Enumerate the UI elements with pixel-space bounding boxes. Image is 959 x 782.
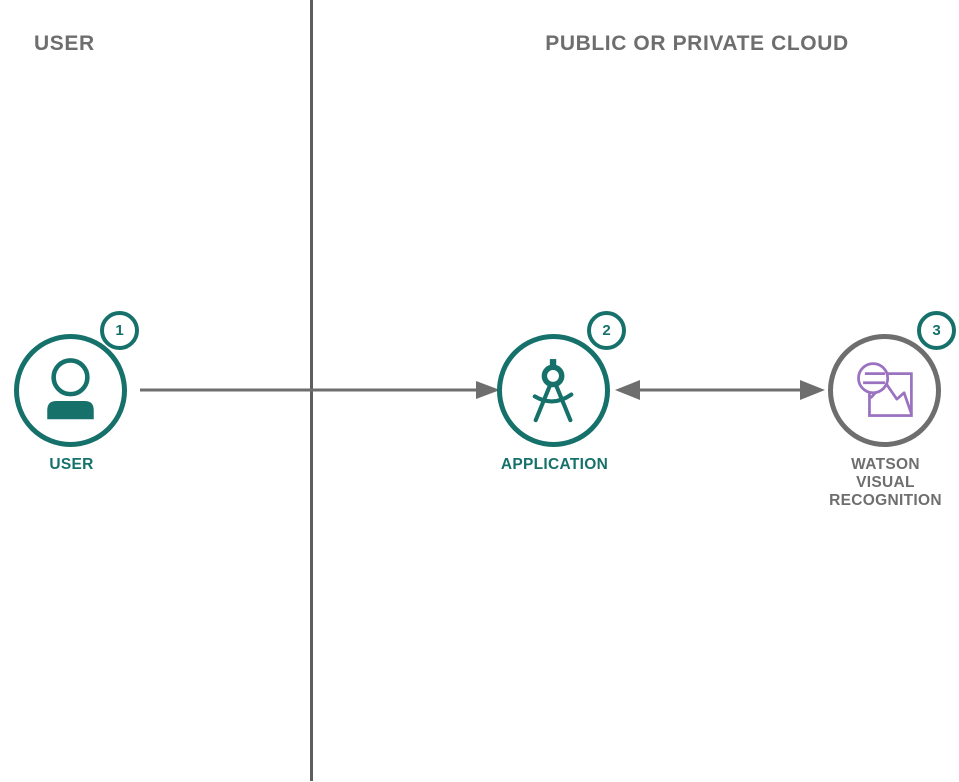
node-label-user: USER — [49, 456, 94, 473]
node-label-watson: WATSON VISUAL RECOGNITION — [828, 456, 943, 510]
user-person-icon — [47, 358, 94, 420]
zone-header-cloud: PUBLIC OR PRIVATE CLOUD — [545, 32, 849, 55]
connector-application-to-watson — [615, 380, 825, 400]
node-label-watson-line2: VISUAL — [856, 474, 915, 491]
zone-header-user: USER — [34, 32, 95, 55]
node-user[interactable]: USER — [14, 334, 129, 474]
badge-number-3: 3 — [917, 311, 956, 350]
node-label-application: APPLICATION — [500, 456, 609, 473]
user-circle — [14, 334, 127, 447]
application-circle — [497, 334, 610, 447]
node-application[interactable]: APPLICATION — [497, 334, 612, 474]
visual-recognition-image-icon — [857, 362, 913, 417]
badge-number-1: 1 — [100, 311, 139, 350]
node-label-watson-line1: WATSON — [851, 456, 920, 473]
compass-divider-icon — [532, 359, 574, 423]
watson-circle — [828, 334, 941, 447]
connector-user-to-application — [140, 381, 500, 399]
badge-number-2: 2 — [587, 311, 626, 350]
node-label-watson-line3: RECOGNITION — [829, 492, 942, 509]
node-watson-visual-recognition[interactable]: WATSON VISUAL RECOGNITION — [828, 334, 943, 510]
